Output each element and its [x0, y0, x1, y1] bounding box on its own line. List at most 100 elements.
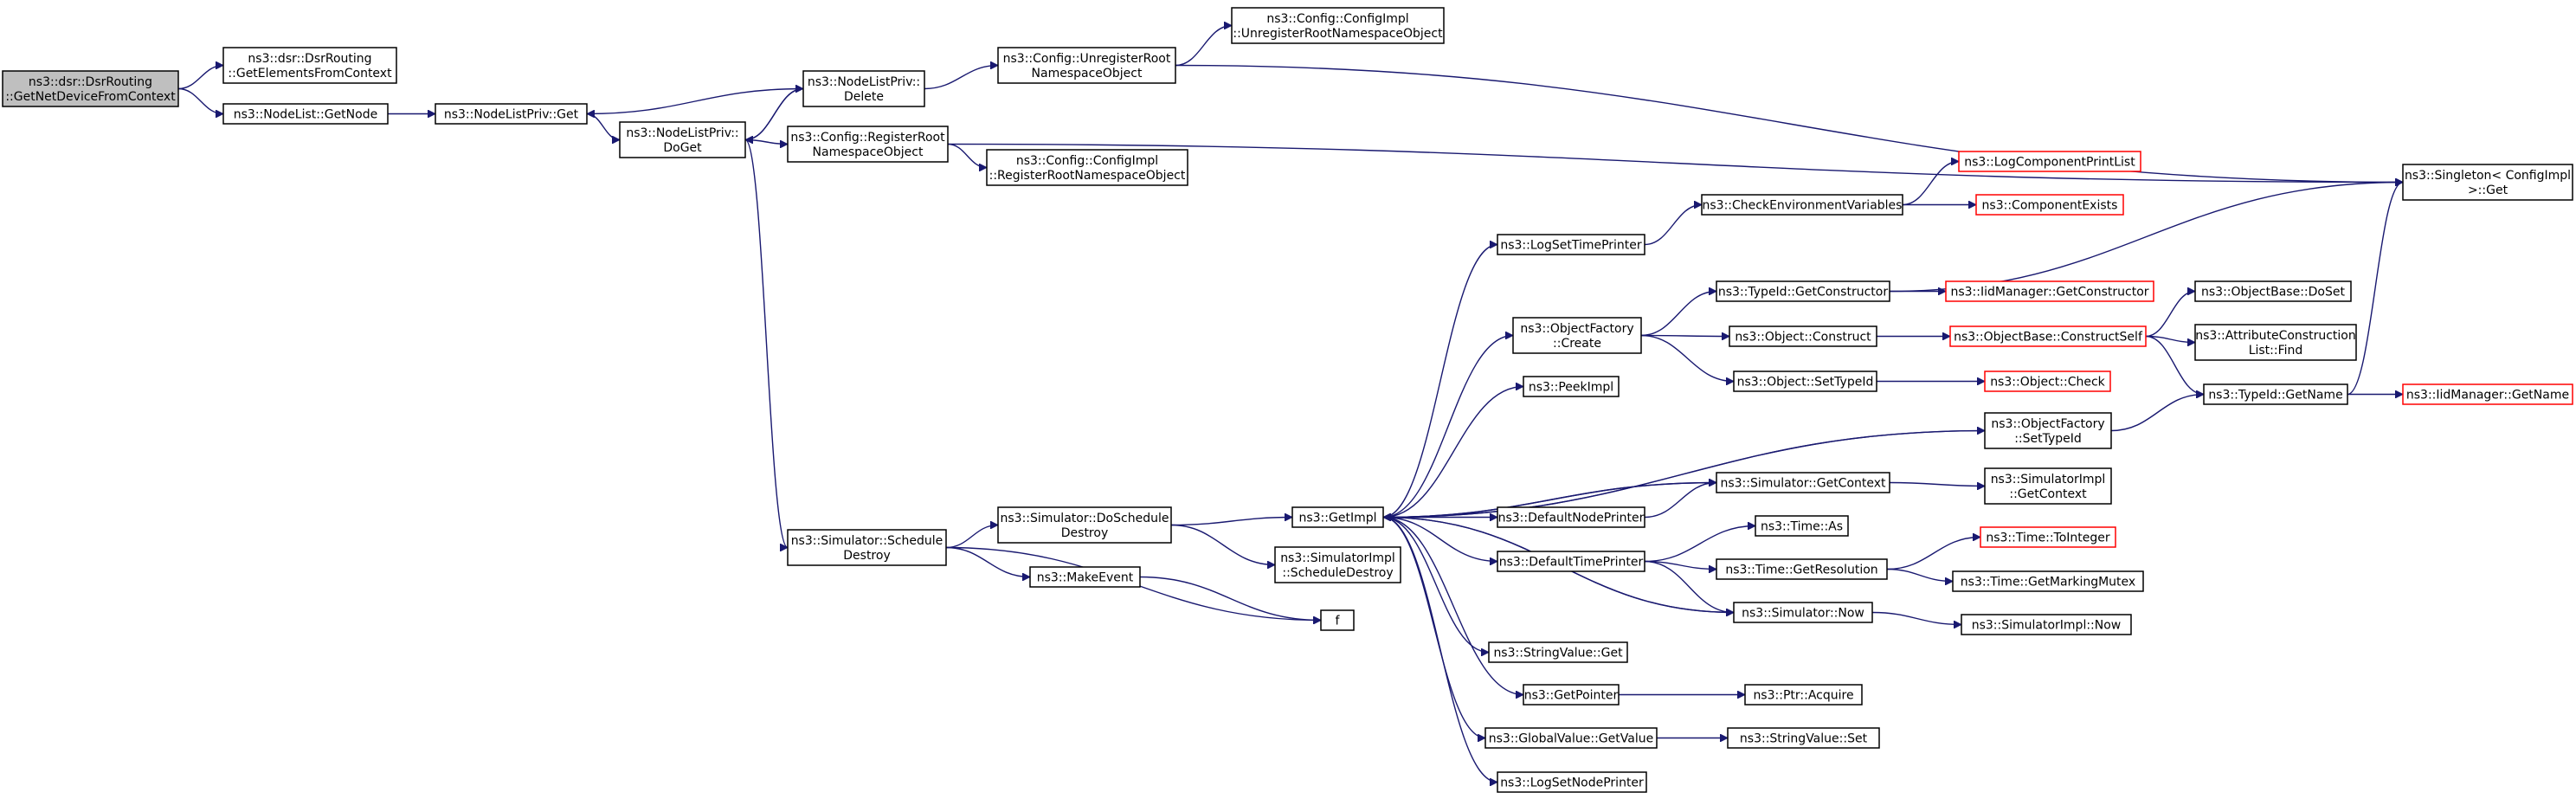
node-root[interactable]: ns3::dsr::DsrRouting::GetNetDeviceFromCo…: [2, 70, 179, 107]
node-box: [2203, 383, 2348, 405]
node-label: f: [1336, 615, 1341, 628]
node-label: ns3::NodeListPriv::: [808, 75, 920, 89]
node-box: [1497, 234, 1645, 255]
node-label: ns3::ComponentExists: [1982, 199, 2118, 213]
node-f[interactable]: f: [1320, 609, 1355, 631]
node-box: [1512, 317, 1642, 354]
edge-getimpl-to-logsetnodeprinter: [1382, 516, 1497, 783]
node-objbase-constructself[interactable]: ns3::ObjectBase::ConstructSelf: [1949, 325, 2147, 347]
node-time-as[interactable]: ns3::Time::As: [1755, 515, 1849, 537]
node-label: ns3::Time::As: [1761, 520, 1843, 534]
node-cfg-unreg[interactable]: ns3::Config::UnregisterRootNamespaceObje…: [997, 47, 1176, 84]
node-box: [1961, 614, 2132, 635]
node-sim-schedule-destroy[interactable]: ns3::Simulator::ScheduleDestroy: [787, 529, 947, 566]
edge-getimpl-to-logsettimeprinter: [1382, 245, 1497, 519]
node-box: [2402, 383, 2573, 405]
node-object-construct[interactable]: ns3::Object::Construct: [1729, 325, 1877, 347]
node-label: ns3::dsr::DsrRouting: [29, 75, 152, 89]
edge-typeid-getconstructor-to-singleton-get: [1889, 183, 2403, 293]
node-label: ::RegisterRootNamespaceObject: [989, 169, 1186, 183]
node-nlp-delete[interactable]: ns3::NodeListPriv::Delete: [802, 70, 925, 107]
node-label: ns3::LogSetNodePrinter: [1500, 776, 1644, 790]
node-compexists[interactable]: ns3::ComponentExists: [1975, 194, 2124, 216]
node-ptr-acquire[interactable]: ns3::Ptr::Acquire: [1744, 684, 1863, 706]
edge-time-getresolution-to-time-getmarkingmutex: [1886, 568, 1953, 582]
node-peekimpl[interactable]: ns3::PeekImpl: [1523, 376, 1620, 397]
node-label: ns3::Simulator::Now: [1742, 607, 1864, 621]
node-label: ns3::PeekImpl: [1529, 381, 1613, 395]
node-checkenv[interactable]: ns3::CheckEnvironmentVariables: [1701, 194, 1903, 216]
node-stringvalue-set[interactable]: ns3::StringValue::Set: [1727, 727, 1880, 749]
node-object-check[interactable]: ns3::Object::Check: [1984, 371, 2111, 392]
node-makeevent[interactable]: ns3::MakeEvent: [1029, 566, 1141, 588]
node-label: ::Create: [1553, 337, 1601, 351]
node-label: ns3::StringValue::Set: [1740, 732, 1868, 746]
node-stringvalue-get[interactable]: ns3::StringValue::Get: [1488, 641, 1628, 663]
edge-objfactory-create-to-object-construct: [1640, 336, 1729, 337]
node-label: ns3::Object::Construct: [1735, 331, 1871, 345]
node-logcompprintlist[interactable]: ns3::LogComponentPrintList: [1958, 151, 2141, 172]
node-simimpl-getcontext[interactable]: ns3::SimulatorImpl::GetContext: [1984, 467, 2112, 505]
node-box: [1727, 727, 1880, 749]
node-defaulttimeprinter[interactable]: ns3::DefaultTimePrinter: [1497, 551, 1645, 572]
node-getimpl[interactable]: ns3::GetImpl: [1291, 506, 1384, 528]
node-logsettimeprinter[interactable]: ns3::LogSetTimePrinter: [1497, 234, 1645, 255]
node-iidmgr-getname[interactable]: ns3::IidManager::GetName: [2402, 383, 2573, 405]
node-label: Destroy: [843, 549, 890, 563]
node-time-tointeger[interactable]: ns3::Time::ToInteger: [1980, 526, 2116, 548]
node-objbase-doset[interactable]: ns3::ObjectBase::DoSet: [2194, 280, 2352, 302]
edge-cfg-reg-to-singleton-get: [947, 143, 2403, 183]
node-label: ns3::Singleton< ConfigImpl: [2405, 169, 2571, 183]
node-nlp-doget[interactable]: ns3::NodeListPriv::DoGet: [619, 121, 746, 158]
node-label: ns3::Object::SetTypeId: [1737, 376, 1874, 390]
edge-sim-getcontext-to-getimpl: [1383, 481, 1717, 518]
node-label: Destroy: [1061, 526, 1108, 540]
node-label: >::Get: [2468, 184, 2508, 197]
node-defaultnodeprinter[interactable]: ns3::DefaultNodePrinter: [1497, 506, 1645, 528]
node-singleton-get[interactable]: ns3::Singleton< ConfigImpl >::Get: [2402, 164, 2573, 201]
node-box: [1729, 325, 1877, 347]
edge-cfg-unreg-to-cfgimpl-unreg: [1175, 26, 1233, 67]
node-time-getmarkingmutex[interactable]: ns3::Time::GetMarkingMutex: [1952, 570, 2144, 592]
node-object-settypeid[interactable]: ns3::Object::SetTypeId: [1733, 371, 1877, 392]
node-typeid-getname[interactable]: ns3::TypeId::GetName: [2203, 383, 2348, 405]
node-sim-now[interactable]: ns3::Simulator::Now: [1733, 602, 1873, 623]
node-simimpl-schedule-destroy[interactable]: ns3::SimulatorImpl::ScheduleDestroy: [1274, 546, 1401, 583]
node-cfgimpl-reg[interactable]: ns3::Config::ConfigImpl::RegisterRootNam…: [986, 149, 1188, 186]
edge-logsettimeprinter-to-checkenv: [1644, 205, 1703, 246]
node-box: [1716, 472, 1890, 493]
node-box: [1274, 546, 1401, 583]
node-label: NamespaceObject: [813, 145, 924, 159]
node-box: [997, 47, 1176, 84]
node-nodelist-getnode[interactable]: ns3::NodeList::GetNode: [222, 103, 389, 125]
node-label: ns3::Config::RegisterRoot: [790, 131, 945, 145]
node-label: ns3::Config::UnregisterRoot: [1003, 52, 1171, 66]
edge-getimpl-to-defaulttimeprinter: [1382, 516, 1497, 562]
node-getpointer[interactable]: ns3::GetPointer: [1523, 684, 1620, 706]
node-objfactory-settypeid[interactable]: ns3::ObjectFactory::SetTypeId: [1984, 412, 2112, 449]
node-sim-getcontext[interactable]: ns3::Simulator::GetContext: [1716, 472, 1890, 493]
node-globalvalue-getvalue[interactable]: ns3::GlobalValue::GetValue: [1484, 727, 1658, 749]
node-cfg-reg[interactable]: ns3::Config::RegisterRootNamespaceObject: [787, 126, 949, 163]
node-objfactory-create[interactable]: ns3::ObjectFactory::Create: [1512, 317, 1642, 354]
edge-objbase-constructself-to-typeid-getname: [2145, 335, 2205, 395]
node-box: [1980, 526, 2116, 548]
node-label: ns3::ObjectBase::ConstructSelf: [1954, 331, 2143, 345]
node-logsetnodeprinter[interactable]: ns3::LogSetNodePrinter: [1497, 771, 1647, 793]
node-typeid-getconstructor[interactable]: ns3::TypeId::GetConstructor: [1716, 280, 1890, 302]
node-label: ns3::MakeEvent: [1037, 571, 1134, 585]
edge-defaulttimeprinter-to-sim-now: [1644, 560, 1734, 613]
node-label: ns3::LogSetTimePrinter: [1500, 239, 1642, 253]
node-cfgimpl-unreg[interactable]: ns3::Config::ConfigImpl::UnregisterRootN…: [1231, 7, 1445, 44]
node-box: [1523, 376, 1620, 397]
node-dsr-getelems[interactable]: ns3::dsr::DsrRouting::GetElementsFromCon…: [222, 47, 397, 84]
edge-nlp-doget-to-sim-schedule-destroy: [744, 139, 789, 548]
node-time-getresolution[interactable]: ns3::Time::GetResolution: [1716, 558, 1888, 580]
node-box: [1744, 684, 1863, 706]
node-iidmgr-getconstructor[interactable]: ns3::IidManager::GetConstructor: [1945, 280, 2154, 302]
node-box: [1497, 506, 1645, 528]
node-simimpl-now[interactable]: ns3::SimulatorImpl::Now: [1961, 614, 2132, 635]
node-nlp-get[interactable]: ns3::NodeListPriv::Get: [435, 103, 588, 125]
